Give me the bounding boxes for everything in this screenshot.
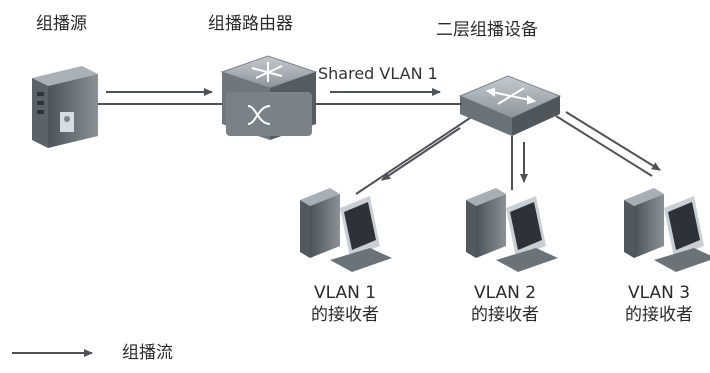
receiver1-vlan: VLAN 1 [313,283,377,303]
receiver2-vlan: VLAN 2 [473,283,537,303]
switch-label: 二层组播设备 [436,20,538,40]
receiver3-label: VLAN 3 的接收者 [614,282,704,326]
receiver-pc-3-icon [624,188,710,272]
receiver-pc-2-icon [466,188,558,272]
router-icon [220,55,318,140]
switch-icon [458,75,562,136]
source-label: 组播源 [36,14,87,34]
shared-vlan-label: Shared VLAN 1 [318,64,438,83]
receiver2-label: VLAN 2 的接收者 [460,282,550,326]
link-switch-receiver3 [555,115,653,177]
receiver1-label: VLAN 1 的接收者 [300,282,390,326]
legend-label: 组播流 [122,343,173,363]
receiver-pc-1-icon [300,188,392,272]
receiver2-role: 的接收者 [471,305,539,325]
flow-arrow-switch-receiver1 [381,127,461,181]
server-icon [32,66,98,148]
receiver3-vlan: VLAN 3 [627,283,691,303]
link-switch-receiver1 [355,117,471,195]
receiver3-role: 的接收者 [625,305,693,325]
flow-arrow-switch-receiver3 [565,111,661,171]
receiver1-role: 的接收者 [311,305,379,325]
router-label: 组播路由器 [208,14,293,34]
